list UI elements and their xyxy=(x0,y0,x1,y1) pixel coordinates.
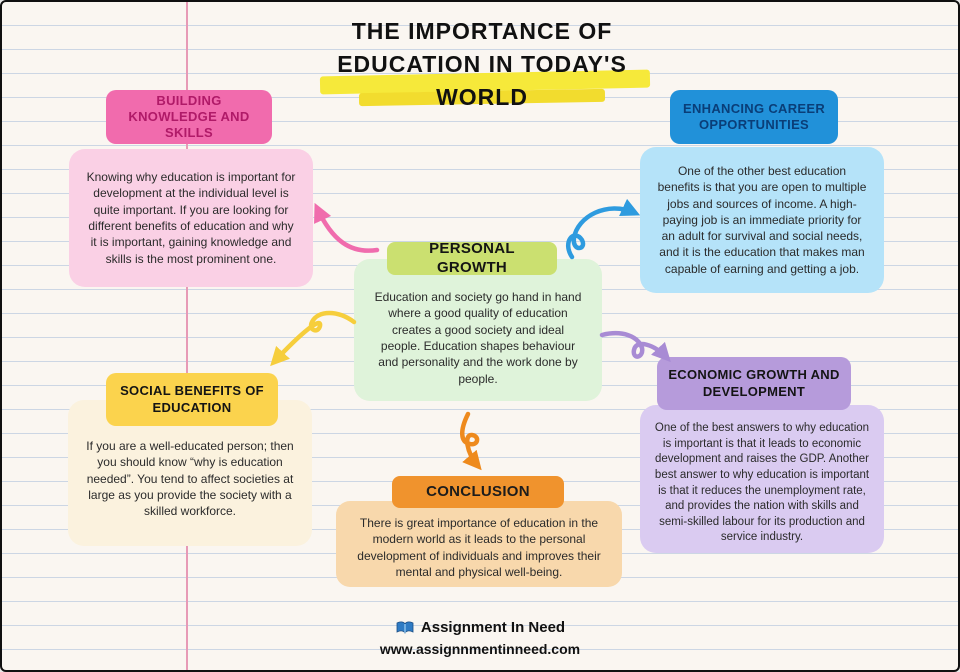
enhancing-career-body: One of the other best education benefits… xyxy=(640,147,884,293)
economic-growth-body: One of the best answers to why education… xyxy=(640,405,884,553)
personal-growth-title: PERSONAL GROWTH xyxy=(429,239,515,276)
social-benefits-text: If you are a well-educated person; then … xyxy=(86,439,294,519)
brand-website: www.assignnmentinneed.com xyxy=(379,641,581,657)
economic-growth-text: One of the best answers to why education… xyxy=(654,422,870,544)
enhancing-career-text: One of the other best education benefits… xyxy=(657,163,867,276)
arrow-to-social-benefits-icon xyxy=(270,310,357,367)
social-benefits-header: SOCIAL BENEFITS OF EDUCATION xyxy=(106,373,278,426)
conclusion-body: There is great importance of education i… xyxy=(336,501,622,587)
building-knowledge-header: BUILDING KNOWLEDGE AND SKILLS xyxy=(106,90,272,144)
page-title-line: WORLD xyxy=(436,84,528,110)
conclusion-header: CONCLUSION xyxy=(392,476,564,508)
building-knowledge-text: Knowing why education is important for d… xyxy=(86,170,296,266)
enhancing-career-title: ENHANCING CAREER OPPORTUNITIES xyxy=(682,100,826,132)
building-knowledge-title: BUILDING KNOWLEDGE AND SKILLS xyxy=(128,92,250,141)
arrow-to-enhancing-career-icon xyxy=(565,198,641,260)
arrow-to-building-knowledge-icon xyxy=(314,202,380,253)
economic-growth-title: ECONOMIC GROWTH AND DEVELOPMENT xyxy=(668,367,840,399)
personal-growth-header: PERSONAL GROWTH xyxy=(387,239,557,276)
page-title-line: EDUCATION IN TODAY'S xyxy=(337,51,627,77)
footer: Assignment In Need www.assignnmentinneed… xyxy=(2,619,958,657)
brand-logo-icon xyxy=(396,621,414,634)
brand-name: Assignment In Need xyxy=(420,619,566,636)
economic-growth-header: ECONOMIC GROWTH AND DEVELOPMENT xyxy=(657,357,851,410)
conclusion-title: CONCLUSION xyxy=(426,482,530,500)
personal-growth-text: Education and society go hand in hand wh… xyxy=(374,290,582,386)
conclusion-text: There is great importance of education i… xyxy=(357,516,601,579)
building-knowledge-body: Knowing why education is important for d… xyxy=(69,149,313,287)
page-title-line: THE IMPORTANCE OF xyxy=(351,18,613,44)
social-benefits-title: SOCIAL BENEFITS OF EDUCATION xyxy=(120,383,264,415)
arrow-to-conclusion-icon xyxy=(460,411,482,471)
arrow-to-economic-growth-icon xyxy=(599,330,671,363)
personal-growth-body: Education and society go hand in hand wh… xyxy=(354,259,602,401)
notebook-margin-line xyxy=(186,2,188,670)
page-title: THE IMPORTANCE OF EDUCATION IN TODAY'S W… xyxy=(292,15,672,114)
enhancing-career-header: ENHANCING CAREER OPPORTUNITIES xyxy=(670,90,838,144)
